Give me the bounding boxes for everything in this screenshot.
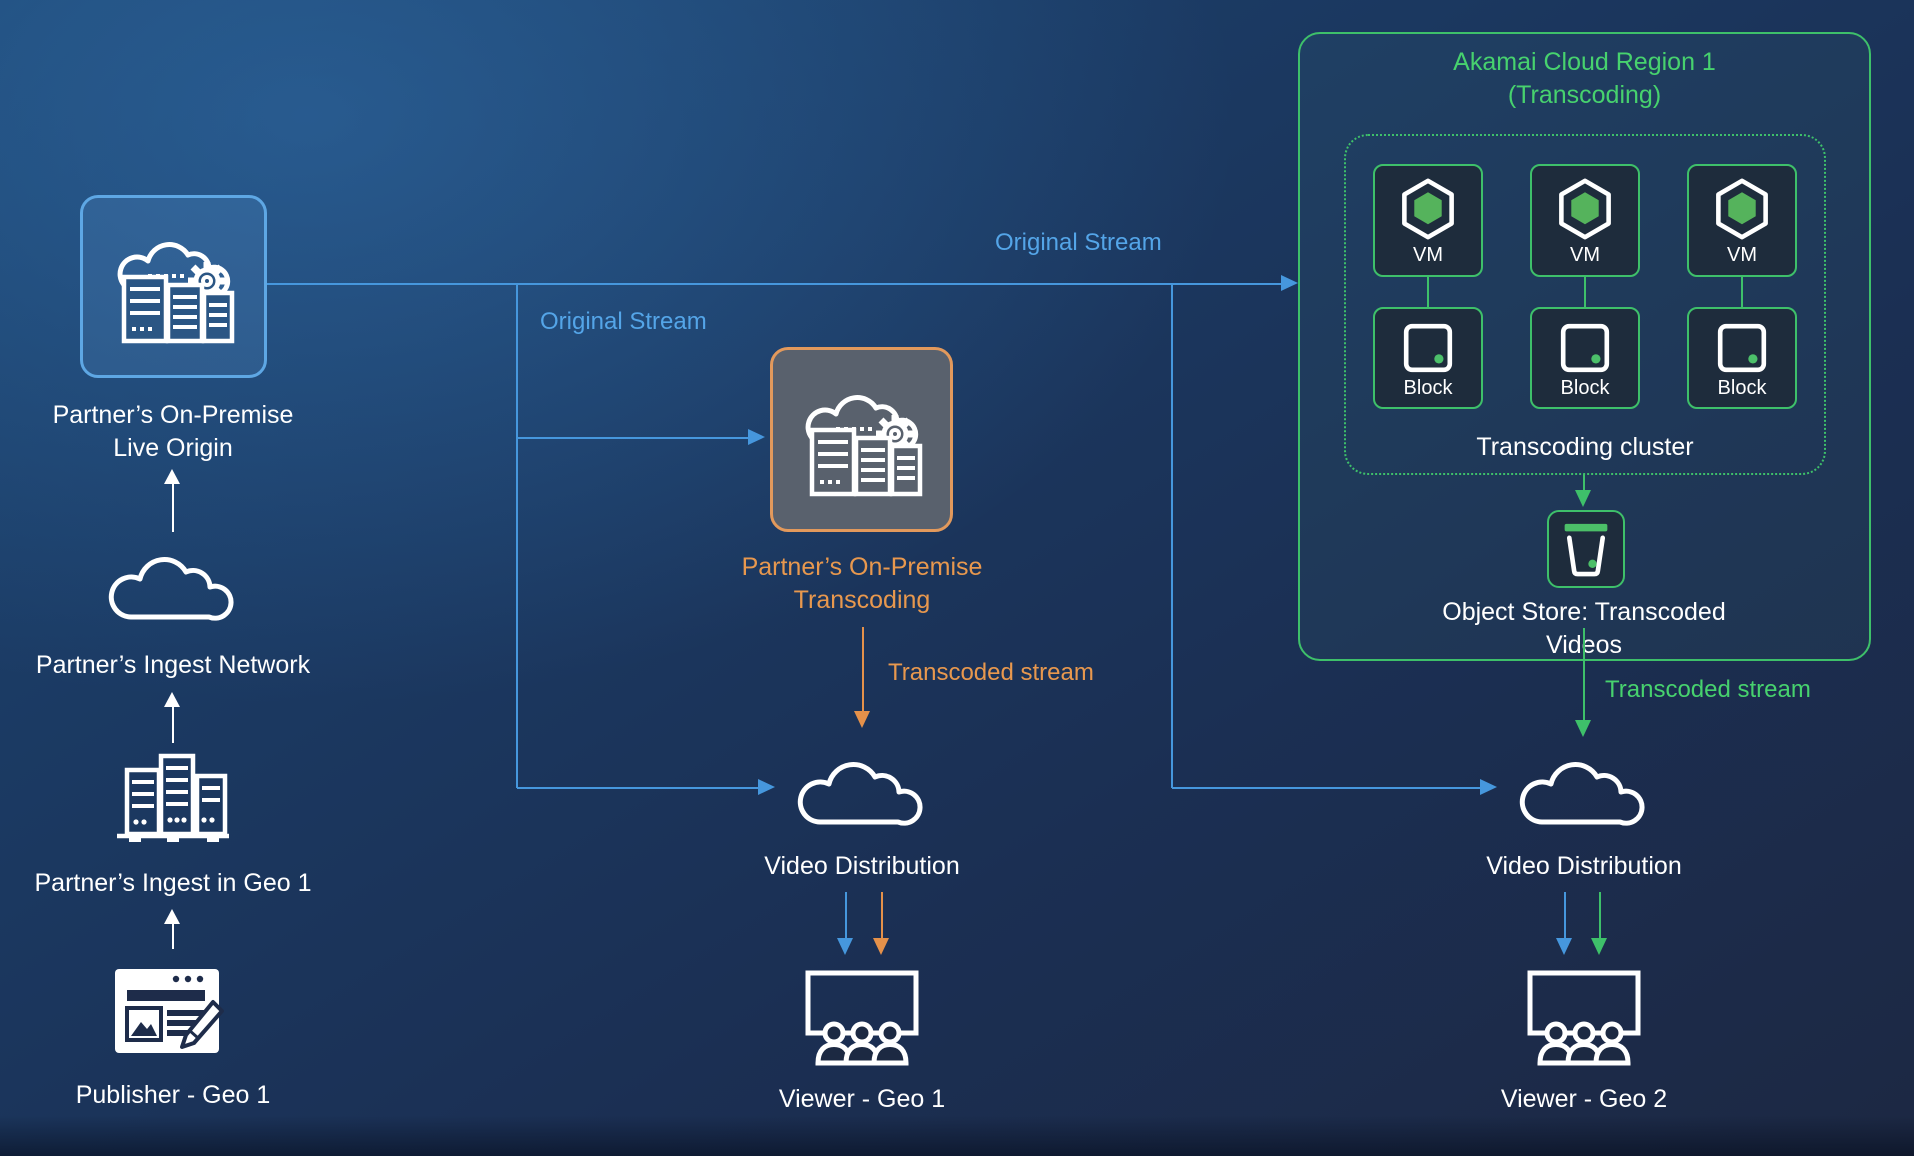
block-tile: Block xyxy=(1530,307,1640,409)
edge-into-onprem-transcoding xyxy=(517,437,750,439)
arrowhead-dist-to-viewer2-green xyxy=(1591,938,1607,955)
video-distribution-right-label: Video Distribution xyxy=(1486,852,1682,880)
edge-transcoded-onprem xyxy=(862,627,864,713)
block-label: Block xyxy=(1717,377,1767,399)
edge-cluster-to-objectstore xyxy=(1583,474,1585,492)
live-origin-label: Partner’s On-Premise Live Origin xyxy=(52,401,294,462)
publisher-browser-edit-icon xyxy=(115,969,224,1053)
cloud-icon xyxy=(797,762,923,826)
arrowhead-into-onprem-transcoding xyxy=(748,429,765,445)
arrowhead-dist-to-viewer1-orange xyxy=(873,938,889,955)
arrowhead-transcoded-cloud xyxy=(1575,720,1591,737)
arrowhead-transcoded-onprem xyxy=(854,711,870,728)
akamai-cloud-region-node: Akamai Cloud Region 1 (Transcoding) VM xyxy=(1298,32,1871,661)
object-store-node xyxy=(1547,510,1625,588)
vm-block-stack: VM Block xyxy=(1530,164,1640,473)
server-rack-icon xyxy=(117,753,229,842)
original-stream-mid-label: Original Stream xyxy=(540,308,707,335)
edge-dist-to-viewer2-blue xyxy=(1564,892,1566,940)
arrowhead-network-to-origin xyxy=(164,469,180,484)
block-storage-icon xyxy=(1717,323,1767,373)
edge-into-video-dist-right xyxy=(1172,787,1482,789)
edge-dist-to-viewer1-blue xyxy=(845,892,847,940)
vm-label: VM xyxy=(1727,244,1757,266)
arrowhead-into-akamai xyxy=(1281,275,1298,291)
vm-hexagon-icon xyxy=(1716,178,1768,240)
edge-transcoded-cloud xyxy=(1583,628,1585,722)
akamai-region-title: Akamai Cloud Region 1 (Transcoding) xyxy=(1453,48,1716,109)
vm-hexagon-icon xyxy=(1559,178,1611,240)
bucket-icon xyxy=(1564,523,1608,577)
vm-block-connector xyxy=(1427,277,1429,307)
ingest-network-label: Partner’s Ingest Network xyxy=(35,651,311,679)
publisher-label: Publisher - Geo 1 xyxy=(75,1081,271,1109)
arrowhead-dist-to-viewer1-blue xyxy=(837,938,853,955)
edge-branch-right-vertical xyxy=(1171,283,1173,788)
servers-cloud-gear-icon xyxy=(117,241,234,343)
ingest-geo1-label: Partner’s Ingest in Geo 1 xyxy=(34,869,312,897)
edge-original-stream-main xyxy=(267,283,1283,285)
block-tile: Block xyxy=(1687,307,1797,409)
transcoding-cluster-label: Transcoding cluster xyxy=(1476,433,1694,461)
viewer-audience-icon xyxy=(1527,970,1641,1066)
cloud-icon xyxy=(1519,762,1645,826)
video-distribution-mid-label: Video Distribution xyxy=(764,852,960,880)
arrowhead-into-video-dist-right xyxy=(1480,779,1497,795)
block-storage-icon xyxy=(1560,323,1610,373)
onprem-transcoding-label: Partner’s On-Premise Transcoding xyxy=(741,553,983,614)
edge-into-video-dist-mid xyxy=(517,787,760,789)
edge-ingest-to-network xyxy=(172,707,174,743)
transcoding-cluster-group: VM Block VM xyxy=(1344,134,1826,475)
vm-hexagon-icon xyxy=(1402,178,1454,240)
edge-dist-to-viewer1-orange xyxy=(881,892,883,940)
arrowhead-dist-to-viewer2-blue xyxy=(1556,938,1572,955)
block-label: Block xyxy=(1403,377,1453,399)
viewer-geo2-label: Viewer - Geo 2 xyxy=(1500,1085,1668,1113)
block-label: Block xyxy=(1560,377,1610,399)
servers-cloud-gear-icon xyxy=(805,394,922,496)
edge-publisher-to-ingest xyxy=(172,924,174,949)
transcoded-stream-onprem-label: Transcoded stream xyxy=(888,659,1094,686)
live-origin-node xyxy=(80,195,267,378)
vm-label: VM xyxy=(1570,244,1600,266)
onprem-transcoding-node xyxy=(770,347,953,532)
vm-tile: VM xyxy=(1373,164,1483,277)
vm-block-stack: VM Block xyxy=(1373,164,1483,473)
edge-branch-left-vertical xyxy=(516,283,518,788)
arrowhead-cluster-to-objectstore xyxy=(1575,490,1591,507)
viewer-audience-icon xyxy=(805,970,919,1066)
viewer-geo1-label: Viewer - Geo 1 xyxy=(778,1085,946,1113)
vm-block-connector xyxy=(1584,277,1586,307)
vm-block-stack: VM Block xyxy=(1687,164,1797,473)
arrowhead-into-video-dist-mid xyxy=(758,779,775,795)
vm-tile: VM xyxy=(1687,164,1797,277)
arrowhead-ingest-to-network xyxy=(164,692,180,707)
block-tile: Block xyxy=(1373,307,1483,409)
vm-block-connector xyxy=(1741,277,1743,307)
arrowhead-publisher-to-ingest xyxy=(164,909,180,924)
original-stream-top-label: Original Stream xyxy=(995,229,1162,256)
transcoded-stream-cloud-label: Transcoded stream xyxy=(1605,676,1811,703)
edge-dist-to-viewer2-green xyxy=(1599,892,1601,940)
vm-tile: VM xyxy=(1530,164,1640,277)
block-storage-icon xyxy=(1403,323,1453,373)
vm-label: VM xyxy=(1413,244,1443,266)
edge-network-to-origin xyxy=(172,484,174,532)
cloud-icon xyxy=(108,557,234,621)
